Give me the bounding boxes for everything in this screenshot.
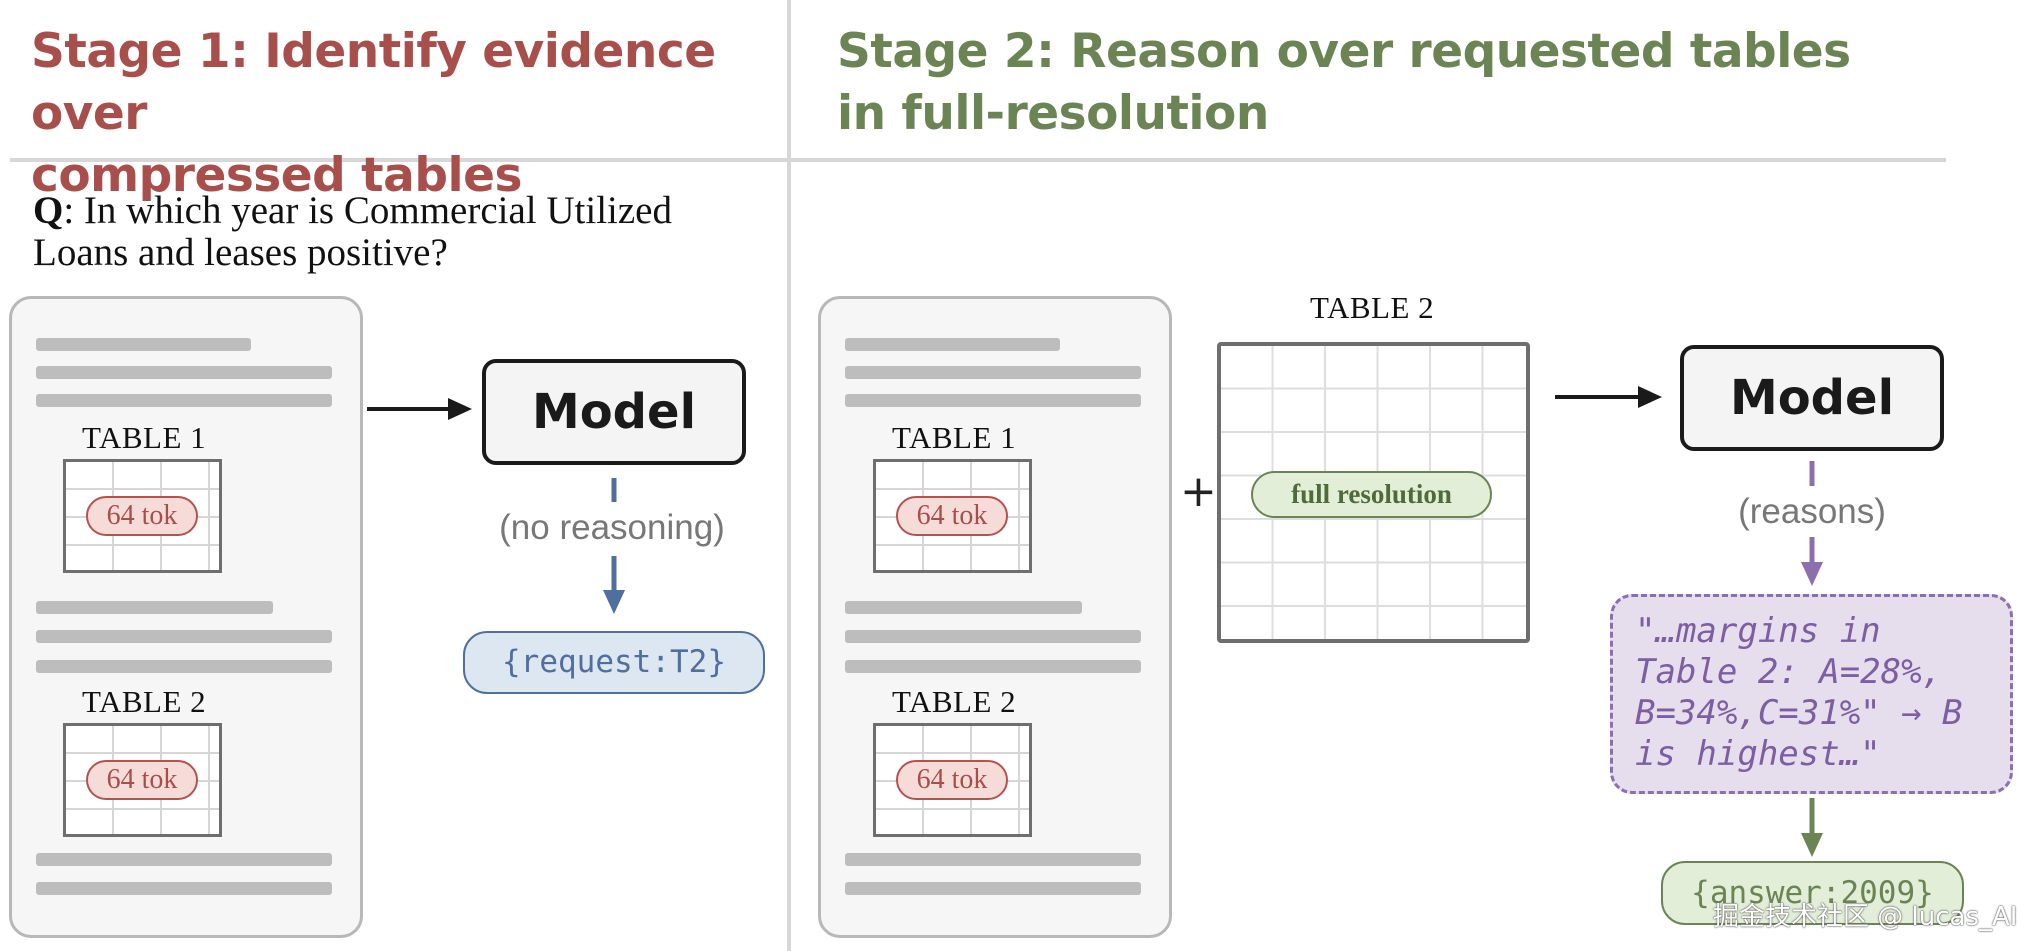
stage-divider-vertical (787, 0, 791, 951)
text-line (845, 630, 1141, 643)
arrow-reasoning-to-answer (1801, 798, 1823, 857)
question-line1: : In which year is Commercial Utilized (63, 189, 672, 232)
stage1-title-line1: Identify evidence over (31, 24, 716, 141)
arrow-model2-to-reasoning (1801, 461, 1823, 586)
table2-label: TABLE 2 (82, 684, 207, 719)
text-line (845, 660, 1141, 673)
watermark: 掘金技术社区 @ lucas_AI (1713, 902, 2018, 932)
text-line (845, 601, 1082, 614)
stage2-title: Stage 2: Reason over requested tables in… (837, 21, 1937, 145)
text-line (36, 366, 332, 379)
stage1-title-lead: Stage 1: (31, 24, 249, 79)
text-line (845, 394, 1141, 407)
no-reasoning-caption: (no reasoning) (499, 508, 725, 547)
request-output: {request:T2} (463, 631, 765, 694)
text-line (36, 338, 251, 351)
text-line (845, 853, 1141, 866)
arrow-model1-to-request (603, 478, 625, 614)
arrow-table-to-model2 (1555, 386, 1662, 408)
table2-token-badge: 64 tok (86, 760, 198, 800)
table1-token-badge: 64 tok (86, 496, 198, 536)
question-prefix: Q (33, 189, 64, 232)
text-line (36, 882, 332, 895)
full-table-label: TABLE 2 (1310, 290, 1435, 325)
full-resolution-badge: full resolution (1251, 471, 1492, 518)
reasons-caption: (reasons) (1738, 492, 1886, 531)
text-line (36, 394, 332, 407)
text-line (36, 630, 332, 643)
text-line (36, 853, 332, 866)
text-line (36, 601, 273, 614)
table1-token-badge: 64 tok (896, 496, 1008, 536)
model-box-stage2: Model (1680, 345, 1944, 451)
arrow-doc-to-model1 (367, 398, 472, 420)
text-line (845, 338, 1060, 351)
stage2-title-line1: Reason over requested tables (1070, 24, 1851, 79)
question-line2: Loans and leases positive? (33, 231, 448, 274)
table2-label: TABLE 2 (892, 684, 1017, 719)
text-line (845, 882, 1141, 895)
plus-sign: + (1180, 466, 1217, 517)
table2-token-badge: 64 tok (896, 760, 1008, 800)
header-divider (10, 158, 1946, 162)
text-line (36, 660, 332, 673)
reasoning-trace-box: "…margins in Table 2: A=28%, B=34%,C=31%… (1610, 594, 2013, 794)
stage2-title-lead: Stage 2: (837, 24, 1055, 79)
question: Q: In which year is Commercial Utilized … (33, 190, 773, 274)
table1-label: TABLE 1 (82, 420, 207, 455)
table1-label: TABLE 1 (892, 420, 1017, 455)
stage2-title-line2: in full-resolution (837, 86, 1269, 141)
stage1-title: Stage 1: Identify evidence over compress… (31, 21, 781, 207)
model-box-stage1: Model (482, 359, 746, 465)
text-line (845, 366, 1141, 379)
stage1-title-line2: compressed tables (31, 148, 522, 203)
answer-output: {answer:2009} (1661, 861, 1964, 925)
